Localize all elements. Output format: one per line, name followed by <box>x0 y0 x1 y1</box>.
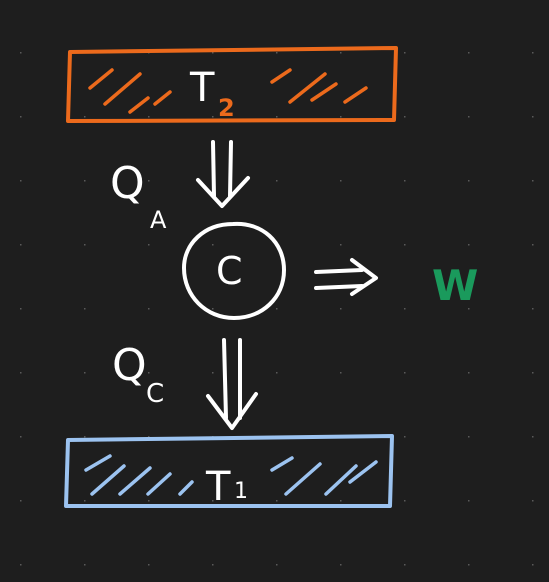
grid-dot <box>212 500 214 502</box>
grid-dot <box>20 116 22 118</box>
grid-dot <box>532 308 534 310</box>
grid-dot <box>84 180 86 182</box>
grid-dot <box>468 372 470 374</box>
grid-dot <box>20 564 22 566</box>
grid-dot <box>404 180 406 182</box>
grid-dot <box>340 52 342 54</box>
grid-dot <box>212 564 214 566</box>
grid-dot <box>468 308 470 310</box>
grid-dot <box>20 500 22 502</box>
cold-reservoir-subscript: 1 <box>234 479 248 504</box>
work-arrow <box>314 258 378 296</box>
grid-dot <box>404 564 406 566</box>
grid-dot <box>532 244 534 246</box>
heat-out-subscript: C <box>146 379 164 409</box>
grid-dot <box>20 436 22 438</box>
grid-dot <box>148 564 150 566</box>
grid-dot <box>276 180 278 182</box>
grid-dot <box>404 308 406 310</box>
grid-dot <box>276 52 278 54</box>
grid-dot <box>148 180 150 182</box>
grid-dot <box>404 116 406 118</box>
grid-dot <box>212 372 214 374</box>
grid-dot <box>276 564 278 566</box>
heat-in-subscript: A <box>150 206 167 234</box>
grid-dot <box>148 308 150 310</box>
grid-dot <box>468 500 470 502</box>
grid-dot <box>148 500 150 502</box>
engine-label: C <box>216 249 243 293</box>
grid-dot <box>404 244 406 246</box>
grid-dot <box>404 52 406 54</box>
grid-dot <box>468 52 470 54</box>
dot-grid-background <box>20 52 534 566</box>
grid-dot <box>532 180 534 182</box>
grid-dot <box>84 500 86 502</box>
cold-reservoir-label: T <box>205 464 231 510</box>
grid-dot <box>84 116 86 118</box>
grid-dot <box>532 116 534 118</box>
grid-dot <box>84 372 86 374</box>
grid-dot <box>468 564 470 566</box>
grid-dot <box>148 436 150 438</box>
grid-dot <box>84 244 86 246</box>
grid-dot <box>532 500 534 502</box>
grid-dot <box>340 500 342 502</box>
grid-dot <box>276 372 278 374</box>
heat-out-label: Q <box>112 340 147 391</box>
grid-dot <box>468 180 470 182</box>
grid-dot <box>148 116 150 118</box>
heat-out-arrow <box>206 338 258 430</box>
grid-dot <box>276 500 278 502</box>
grid-dot <box>20 244 22 246</box>
grid-dot <box>212 244 214 246</box>
grid-dot <box>340 308 342 310</box>
grid-dot <box>468 436 470 438</box>
grid-dot <box>84 564 86 566</box>
hot-reservoir-hatching <box>88 68 368 114</box>
grid-dot <box>340 564 342 566</box>
work-label: W <box>432 261 478 310</box>
grid-dot <box>532 372 534 374</box>
hot-reservoir-label: T <box>189 65 215 111</box>
grid-dot <box>148 244 150 246</box>
grid-dot <box>212 52 214 54</box>
grid-dot <box>404 500 406 502</box>
grid-dot <box>404 372 406 374</box>
grid-dot <box>20 180 22 182</box>
engine-circle <box>181 221 287 321</box>
grid-dot <box>340 116 342 118</box>
grid-dot <box>84 308 86 310</box>
grid-dot <box>276 116 278 118</box>
heat-in-arrow <box>196 140 250 208</box>
grid-dot <box>148 372 150 374</box>
grid-dot <box>404 436 406 438</box>
grid-dot <box>212 116 214 118</box>
grid-dot <box>340 244 342 246</box>
grid-dot <box>532 436 534 438</box>
carnot-engine: C <box>181 221 287 321</box>
grid-dot <box>532 564 534 566</box>
grid-dot <box>276 308 278 310</box>
grid-dot <box>212 308 214 310</box>
cold-reservoir-box <box>64 434 394 508</box>
grid-dot <box>468 244 470 246</box>
heat-in-label: Q <box>110 158 145 209</box>
grid-dot <box>340 180 342 182</box>
grid-dot <box>340 372 342 374</box>
cold-reservoir-hatching <box>84 454 378 496</box>
hot-reservoir: T 2 <box>66 46 398 123</box>
grid-dot <box>20 52 22 54</box>
grid-dot <box>20 308 22 310</box>
grid-dot <box>468 116 470 118</box>
cold-reservoir: T 1 <box>64 434 394 510</box>
hot-reservoir-subscript: 2 <box>218 94 235 122</box>
grid-dot <box>20 372 22 374</box>
grid-dot <box>84 436 86 438</box>
grid-dot <box>532 52 534 54</box>
hot-reservoir-box <box>66 46 398 123</box>
